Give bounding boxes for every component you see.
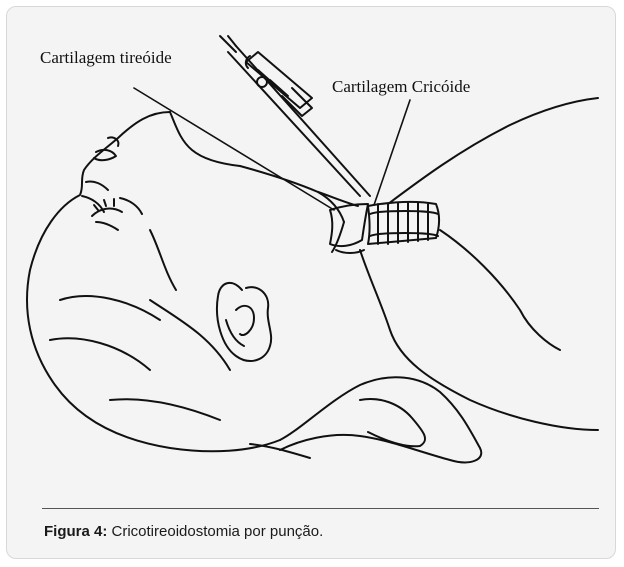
- leader-line-cricoid: [374, 100, 410, 205]
- trachea-rings: [330, 202, 439, 246]
- caption-divider: [42, 508, 599, 509]
- label-cricoid-cartilage: Cartilagem Cricóide: [332, 77, 470, 97]
- cricothyroidotomy-illustration: [0, 0, 624, 500]
- leader-line-thyroid: [134, 88, 334, 210]
- ear: [217, 283, 271, 361]
- shoulder: [388, 98, 598, 204]
- jaw-line: [240, 166, 344, 222]
- syringe: [220, 36, 370, 196]
- caption-text: Cricotireoidostomia por punção.: [112, 523, 324, 540]
- label-thyroid-cartilage: Cartilagem tireóide: [40, 48, 172, 68]
- face-profile: [170, 112, 240, 166]
- figure-caption: Figura 4: Cricotireoidostomia por punção…: [44, 523, 323, 540]
- caption-prefix: Figura 4:: [44, 523, 107, 540]
